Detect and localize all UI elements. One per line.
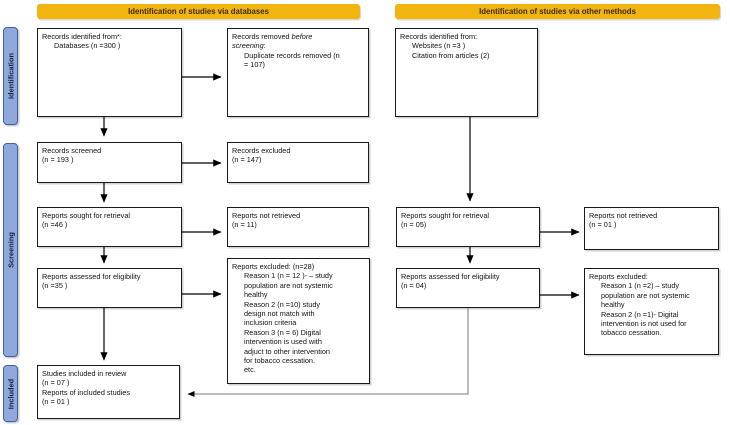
text-line: (n = 147) bbox=[232, 155, 262, 165]
text-line: Reports excluded: bbox=[589, 272, 648, 281]
text-line: (n = 04) bbox=[401, 281, 427, 291]
text-line: adjuct to other intervention bbox=[244, 346, 330, 356]
text-line: inclusion criteria bbox=[244, 318, 297, 328]
stage-included-label: Included bbox=[6, 378, 15, 409]
text-line: Duplicate records removed (n bbox=[244, 50, 340, 60]
box-reports-not-retrieved-other: Reports not retrieved (n = 01 ) bbox=[584, 207, 719, 250]
text-line: Records screened bbox=[42, 146, 102, 155]
text-line: Studies included in review bbox=[42, 369, 127, 378]
text-line: Databases (n =300 ) bbox=[54, 41, 121, 51]
text-line: Reports not retrieved bbox=[232, 211, 301, 220]
box-reports-excluded-other: Reports excluded: Reason 1 (n =2) – stud… bbox=[584, 268, 719, 355]
box-reports-excluded-databases: Reports excluded: (n=28) Reason 1 (n = 1… bbox=[227, 258, 370, 384]
text-line: tobacco cessation. bbox=[601, 328, 662, 338]
box-records-identified-databases: Records identified from*: Databases (n =… bbox=[37, 28, 182, 117]
text-line: Records removed before bbox=[232, 32, 313, 41]
stage-screening-label: Screening bbox=[6, 232, 15, 268]
header-other-methods: Identification of studies via other meth… bbox=[395, 4, 720, 19]
text-line: (n = 07 ) bbox=[42, 378, 70, 388]
box-studies-included: Studies included in review (n = 07 ) Rep… bbox=[37, 365, 180, 419]
text-line: Records excluded bbox=[232, 146, 291, 155]
text-line: (n =46 ) bbox=[42, 220, 68, 230]
text-line: design not match with bbox=[244, 309, 315, 319]
text-line: Reports of included studies bbox=[42, 387, 131, 397]
text-line: Records identified from*: bbox=[42, 32, 122, 41]
text-line: (n = 193 ) bbox=[42, 155, 74, 165]
box-reports-sought-databases: Reports sought for retrieval (n =46 ) bbox=[37, 207, 182, 247]
text-line: healthy bbox=[244, 290, 268, 300]
text-line: Reason 2 (n =10) study bbox=[244, 299, 321, 309]
text-line: Citation from articles (2) bbox=[412, 50, 490, 60]
text-line: Reports assessed for eligibility bbox=[401, 272, 500, 281]
text-line: (n = 01 ) bbox=[42, 397, 70, 407]
text-line: Reports sought for retrieval bbox=[42, 211, 131, 220]
box-reports-not-retrieved-databases: Reports not retrieved (n = 11) bbox=[227, 207, 369, 247]
text-line: intervention is used with bbox=[244, 337, 322, 347]
text-line: screening: bbox=[232, 41, 266, 51]
text-line: Websites (n =3 ) bbox=[412, 41, 466, 51]
text-line: (n = 01 ) bbox=[589, 220, 617, 230]
box-records-identified-other: Records identified from: Websites (n =3 … bbox=[395, 28, 538, 117]
text-line: Reports not retrieved bbox=[589, 211, 658, 220]
text-line: (n = 05) bbox=[401, 220, 427, 230]
text-line: Reason 1 (n = 12 )- – study bbox=[244, 271, 333, 281]
text-line: population are not systemic bbox=[601, 290, 690, 300]
text-line: = 107) bbox=[244, 60, 265, 70]
text-line: Records identified from: bbox=[400, 32, 478, 41]
text-line: Reason 2 (n =1)- Digital bbox=[601, 309, 679, 319]
text-line: Reason 3 (n = 6) Digital bbox=[244, 327, 321, 337]
text-line: healthy bbox=[601, 300, 625, 310]
box-reports-assessed-other: Reports assessed for eligibility (n = 04… bbox=[396, 268, 540, 308]
text-line: Reports excluded: (n=28) bbox=[232, 262, 315, 271]
text-line: for tobacco cessation. bbox=[244, 356, 315, 366]
box-reports-sought-other: Reports sought for retrieval (n = 05) bbox=[396, 207, 540, 247]
header-databases: Identification of studies via databases bbox=[37, 4, 360, 19]
text-line: population are not systemic bbox=[244, 280, 333, 290]
stage-screening: Screening bbox=[3, 143, 18, 357]
text-line: (n = 11) bbox=[232, 220, 257, 230]
text-line: (n =35 ) bbox=[42, 281, 68, 291]
stage-identification: Identification bbox=[3, 27, 18, 125]
box-reports-assessed-databases: Reports assessed for eligibility (n =35 … bbox=[37, 268, 182, 308]
text-line: Reason 1 (n =2) – study bbox=[601, 281, 680, 291]
box-records-screened: Records screened (n = 193 ) bbox=[37, 142, 182, 183]
text-line: Reports assessed for eligibility bbox=[42, 272, 141, 281]
stage-identification-label: Identification bbox=[6, 53, 15, 99]
stage-included: Included bbox=[3, 365, 18, 422]
box-records-removed: Records removed before screening: Duplic… bbox=[227, 28, 369, 117]
text-line: etc. bbox=[244, 365, 256, 375]
text-line: intervention is not used for bbox=[601, 319, 687, 329]
text-line: Reports sought for retrieval bbox=[401, 211, 490, 220]
box-records-excluded: Records excluded (n = 147) bbox=[227, 142, 369, 183]
